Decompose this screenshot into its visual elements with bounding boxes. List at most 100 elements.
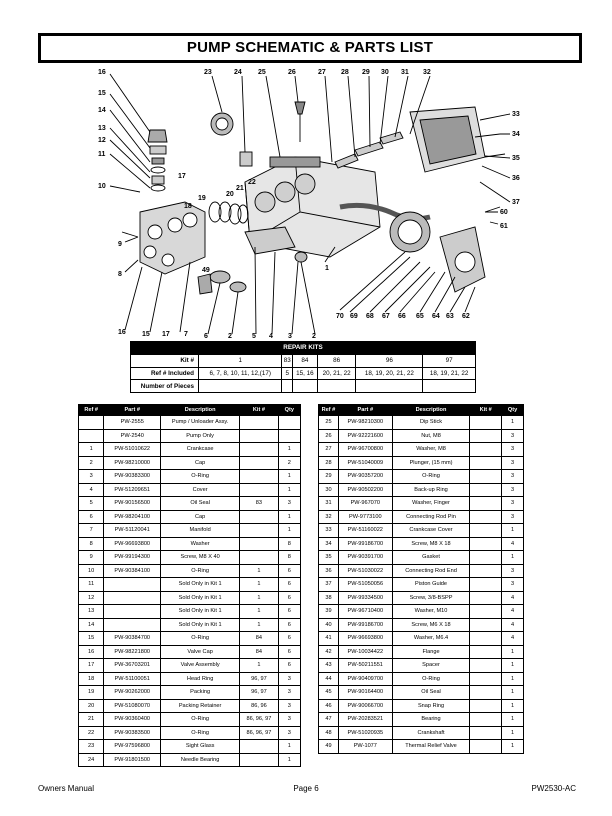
description-cell: Sight Glass — [160, 739, 241, 754]
kit-number: 1 — [197, 353, 283, 368]
callout-label: 6 — [204, 333, 208, 340]
ref-cell: 7 — [77, 523, 105, 538]
part-number-cell: PW-90156500 — [103, 496, 162, 511]
kit-cell — [239, 550, 279, 565]
callout-label: 61 — [500, 223, 508, 230]
qty-cell: 2 — [277, 455, 302, 470]
callout-label: 70 — [336, 313, 344, 320]
callout-label: 25 — [258, 69, 266, 76]
description-cell: Gasket — [391, 550, 471, 565]
part-number-cell: PW-50211551 — [337, 658, 393, 673]
qty-cell: 6 — [277, 563, 302, 578]
parts-table-left: Ref # Part # Description Kit # Qty PW-25… — [77, 404, 302, 767]
callout-label: 34 — [512, 131, 520, 138]
description-cell: Spacer — [391, 658, 471, 673]
qty-cell: 6 — [277, 604, 302, 619]
kit-cell — [469, 725, 503, 740]
kit-cell — [469, 739, 503, 754]
part-number-cell: PW-51010622 — [103, 442, 162, 457]
kit-cell — [239, 536, 279, 551]
kit-cell — [239, 739, 279, 754]
qty-cell: 3 — [277, 698, 302, 713]
ref-cell: 19 — [77, 685, 105, 700]
description-cell: Crankshaft — [391, 725, 471, 740]
description-cell: O-Ring — [160, 725, 241, 740]
callout-label: 8 — [118, 271, 122, 278]
ref-cell: 8 — [77, 536, 105, 551]
part-number-cell: PW-97596800 — [103, 739, 162, 754]
kit-cell — [239, 523, 279, 538]
description-cell: Valve Cap — [160, 644, 241, 659]
description-cell: Washer — [160, 536, 241, 551]
ref-included: 15, 16 — [292, 366, 318, 381]
qty-cell: 1 — [501, 739, 524, 754]
description-cell: Pump Only — [160, 428, 241, 443]
ref-cell: 49 — [318, 739, 339, 754]
callout-label: 18 — [184, 203, 192, 210]
part-number-cell: PW-90066700 — [337, 698, 393, 713]
ref-cell: 34 — [318, 536, 339, 551]
callout-label: 2 — [312, 333, 316, 340]
callout-label: 7 — [184, 331, 188, 338]
page-title: PUMP SCHEMATIC & PARTS LIST — [38, 33, 582, 63]
qty-cell: 8 — [277, 536, 302, 551]
kit-cell: 96, 97 — [239, 671, 279, 686]
description-cell: Pump / Unloader Assy. — [160, 415, 241, 430]
description-cell: Thermal Relief Valve — [391, 739, 471, 754]
callout-label: 14 — [98, 107, 106, 114]
repair-kits-table: REPAIR KITS Kit # 1 83 84 86 96 97 Ref #… — [130, 341, 476, 394]
part-number-cell: PW-90502200 — [337, 482, 393, 497]
kit-number: 86 — [316, 353, 357, 368]
ref-cell: 40 — [318, 617, 339, 632]
ref-cell: 18 — [77, 671, 105, 686]
ref-cell: 39 — [318, 604, 339, 619]
kit-cell — [469, 563, 503, 578]
description-cell: Nut, M8 — [391, 428, 471, 443]
kit-cell — [469, 523, 503, 538]
part-number-cell: PW-51160022 — [337, 523, 393, 538]
callout-label: 4 — [269, 333, 273, 340]
part-number-cell: PW-99186700 — [337, 536, 393, 551]
kit-cell — [469, 482, 503, 497]
callout-label: 64 — [432, 313, 440, 320]
part-number-cell: PW-51120041 — [103, 523, 162, 538]
repair-kits-header: REPAIR KITS — [130, 341, 476, 355]
description-cell: Connecting Rod End — [391, 563, 471, 578]
col-kit: Kit # — [469, 404, 503, 416]
description-cell: O-Ring — [160, 563, 241, 578]
ref-cell: 10 — [77, 563, 105, 578]
part-number-cell: PW-51020935 — [337, 725, 393, 740]
kit-number: 97 — [422, 353, 476, 368]
qty-cell: 6 — [277, 631, 302, 646]
ref-included-label: Ref # Included — [130, 366, 199, 381]
ref-cell: 15 — [77, 631, 105, 646]
part-number-cell: PW-96700800 — [337, 442, 393, 457]
qty-cell: 1 — [277, 752, 302, 767]
callout-label: 19 — [198, 195, 206, 202]
description-cell: Sold Only in Kit 1 — [160, 617, 241, 632]
qty-cell: 3 — [277, 712, 302, 727]
part-number-cell: PW-9773100 — [337, 509, 393, 524]
kit-cell: 1 — [239, 617, 279, 632]
ref-cell: 31 — [318, 496, 339, 511]
callout-label: 16 — [118, 329, 126, 336]
description-cell: Flange — [391, 644, 471, 659]
description-cell: Needle Bearing — [160, 752, 241, 767]
part-number-cell: PW-99334500 — [337, 590, 393, 605]
ref-included: 20, 21, 22 — [316, 366, 357, 381]
